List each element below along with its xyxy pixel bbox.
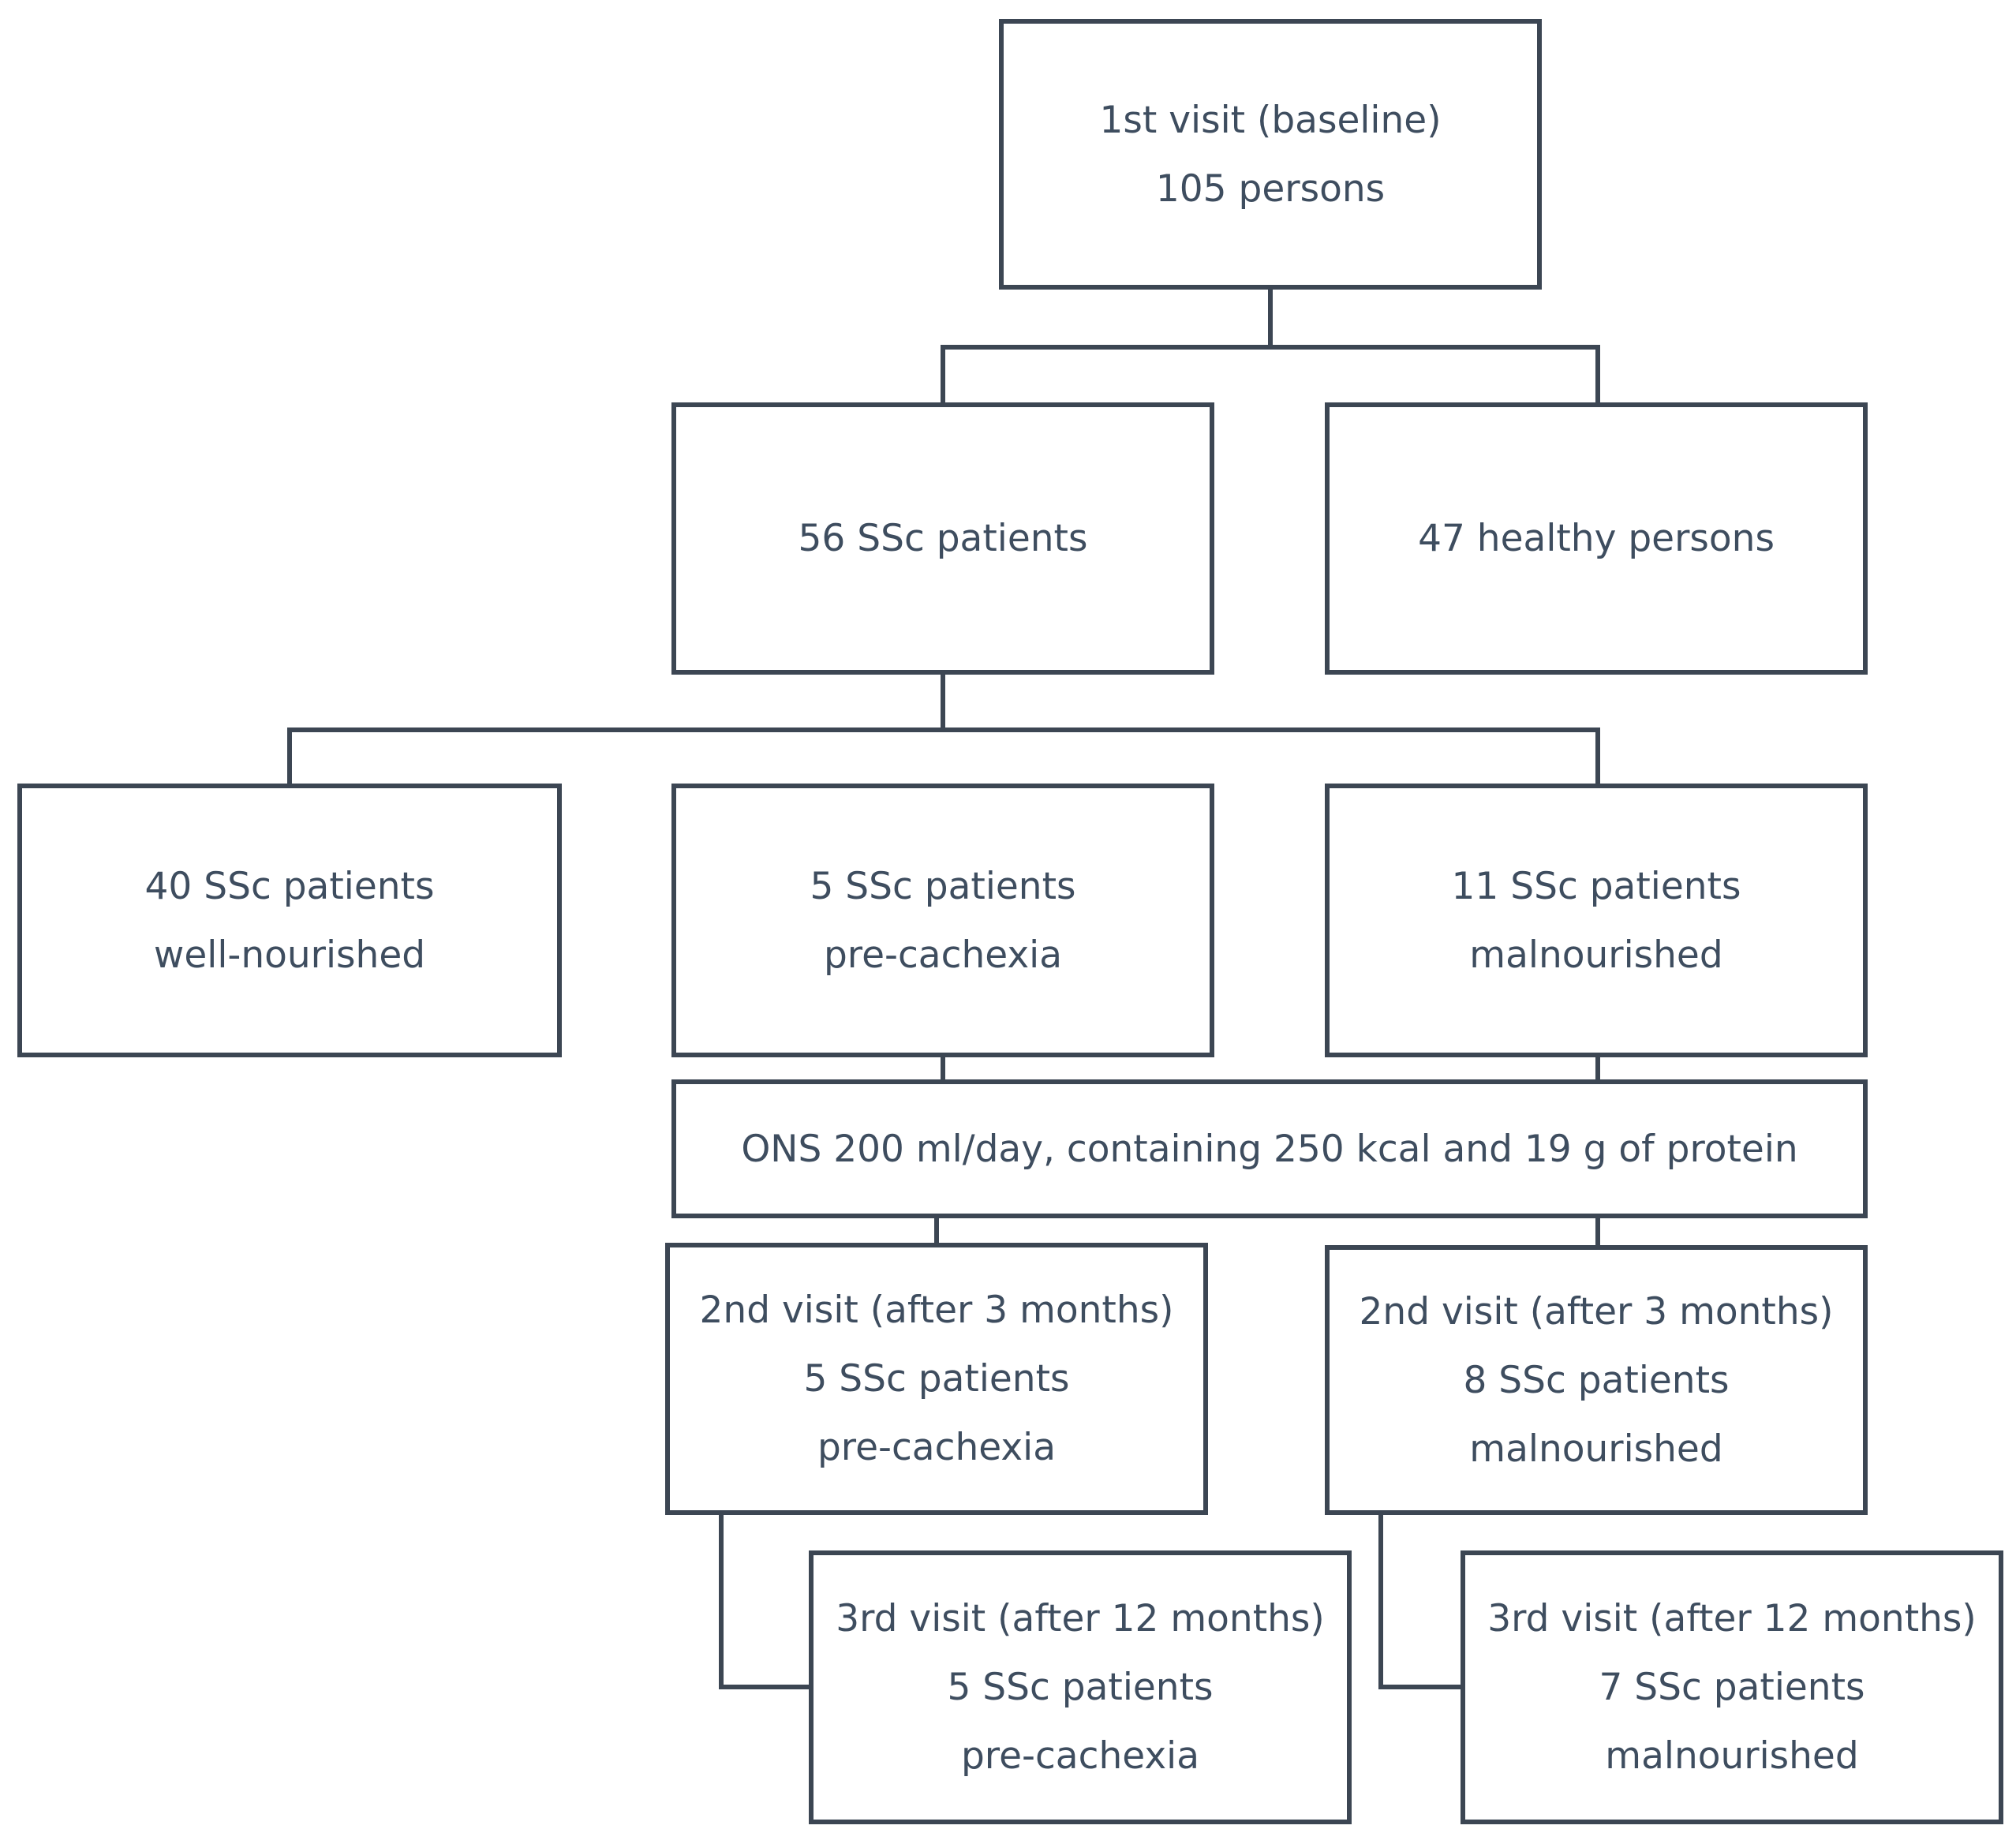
healthy-persons-label: 47 healthy persons	[1418, 517, 1775, 560]
visit2-pre-cachexia-count: 5 SSc patients	[803, 1357, 1070, 1401]
visit3-pre-cachexia-box: 3rd visit (after 12 months) 5 SSc patien…	[809, 1550, 1352, 1824]
baseline-visit-label: 1st visit (baseline)	[1099, 98, 1442, 142]
connector-visit2-visit3-pre	[719, 1513, 811, 1689]
baseline-count-label: 105 persons	[1155, 166, 1386, 211]
visit3-pre-cachexia-count: 5 SSc patients	[947, 1666, 1214, 1709]
ons-label: ONS 200 ml/day, containing 250 kcal and …	[741, 1127, 1798, 1171]
visit2-malnourished-count: 8 SSc patients	[1463, 1358, 1730, 1402]
visit3-malnourished-box: 3rd visit (after 12 months) 7 SSc patien…	[1461, 1550, 2003, 1824]
connector-to-ons	[941, 1055, 1600, 1082]
visit2-pre-cachexia-box: 2nd visit (after 3 months) 5 SSc patient…	[665, 1243, 1208, 1515]
pre-cachexia-box: 5 SSc patients pre-cachexia	[671, 784, 1214, 1057]
malnourished-count: 11 SSc patients	[1451, 864, 1741, 908]
pre-cachexia-count: 5 SSc patients	[810, 864, 1076, 908]
visit3-pre-cachexia-status: pre-cachexia	[960, 1734, 1200, 1778]
visit2-pre-cachexia-status: pre-cachexia	[817, 1426, 1057, 1469]
healthy-persons-box: 47 healthy persons	[1325, 402, 1868, 675]
visit3-malnourished-visit: 3rd visit (after 12 months)	[1487, 1597, 1977, 1640]
ons-box: ONS 200 ml/day, containing 250 kcal and …	[671, 1079, 1868, 1218]
ssc-patients-label: 56 SSc patients	[798, 517, 1088, 560]
visit3-pre-cachexia-visit: 3rd visit (after 12 months)	[836, 1597, 1325, 1640]
well-nourished-count: 40 SSc patients	[144, 864, 435, 908]
well-nourished-box: 40 SSc patients well-nourished	[17, 784, 562, 1057]
visit3-malnourished-count: 7 SSc patients	[1599, 1666, 1865, 1709]
baseline-box: 1st visit (baseline) 105 persons	[999, 19, 1542, 290]
connector-ssc-split	[287, 672, 1600, 786]
visit2-malnourished-status: malnourished	[1469, 1427, 1723, 1471]
ssc-patients-box: 56 SSc patients	[671, 402, 1214, 675]
malnourished-box: 11 SSc patients malnourished	[1325, 784, 1868, 1057]
visit2-malnourished-visit: 2nd visit (after 3 months)	[1359, 1289, 1834, 1333]
connector-ons-split	[934, 1216, 1600, 1247]
pre-cachexia-status: pre-cachexia	[823, 933, 1063, 977]
visit3-malnourished-status: malnourished	[1605, 1734, 1859, 1778]
connector-visit2-visit3-mal	[1378, 1513, 1463, 1689]
visit2-pre-cachexia-visit: 2nd visit (after 3 months)	[699, 1289, 1174, 1332]
connector-baseline-split	[941, 287, 1600, 405]
well-nourished-status: well-nourished	[153, 933, 426, 977]
visit2-malnourished-box: 2nd visit (after 3 months) 8 SSc patient…	[1325, 1245, 1868, 1515]
malnourished-status: malnourished	[1469, 933, 1723, 977]
